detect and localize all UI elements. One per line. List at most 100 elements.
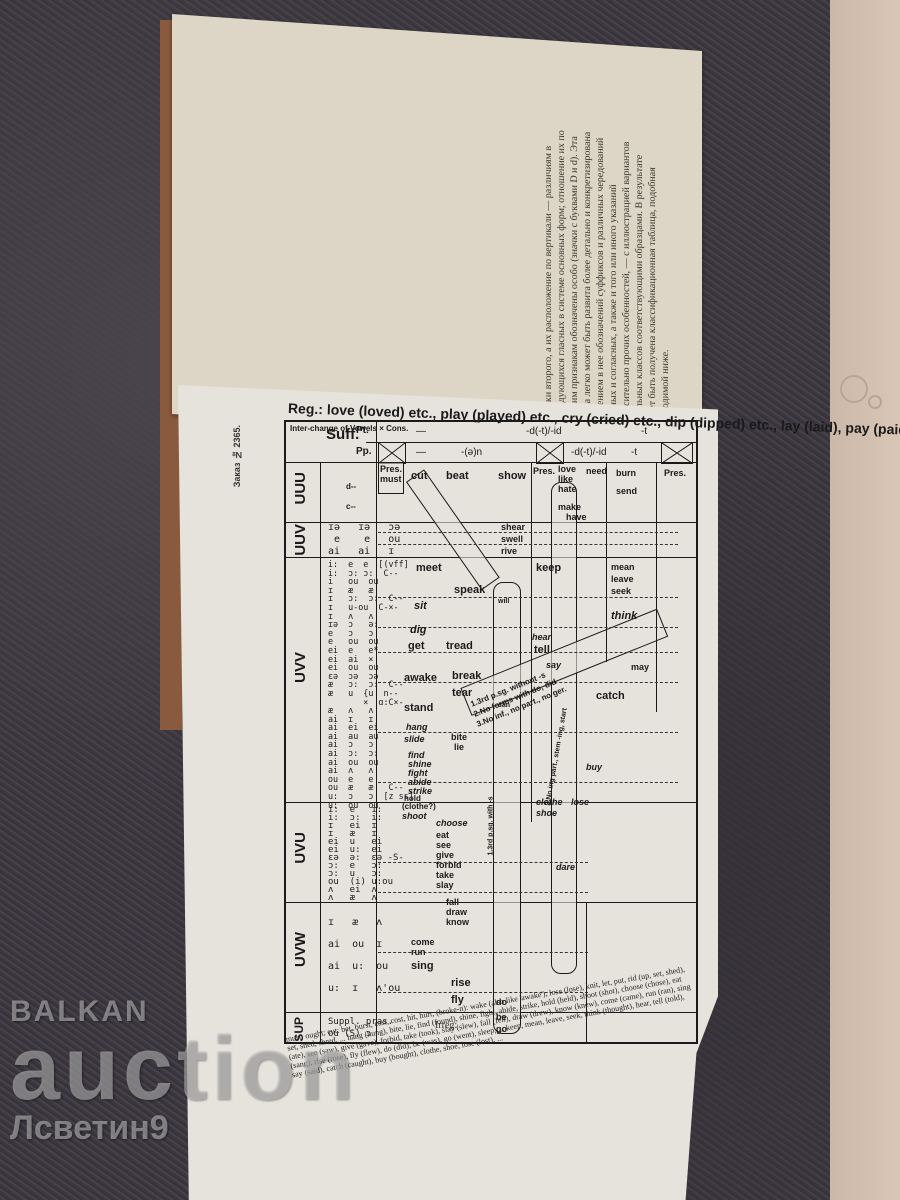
pres-label: Pres. bbox=[664, 468, 687, 478]
verb-have: have bbox=[566, 512, 587, 522]
verb-lose: lose bbox=[571, 797, 590, 807]
vowel-column-divider bbox=[376, 462, 377, 1042]
verb-catch: catch bbox=[596, 690, 625, 702]
verb-buy: buy bbox=[586, 762, 603, 772]
verb-lie: lie bbox=[454, 742, 465, 752]
interchange-label: Inter-change of Vowels × Cons. bbox=[290, 424, 409, 433]
verb-need: need bbox=[586, 466, 608, 476]
crossed-cell bbox=[536, 442, 564, 464]
dashed-divider bbox=[378, 627, 678, 628]
dashed-divider bbox=[378, 862, 588, 863]
verb-clothe-question: (clothe?) bbox=[402, 802, 436, 811]
verb-tear: tear bbox=[452, 687, 473, 699]
will-can-channel bbox=[493, 582, 521, 1034]
verb-fly: fly bbox=[451, 994, 464, 1006]
verb-shoe: shoe bbox=[536, 808, 558, 818]
dashed-divider bbox=[378, 597, 678, 598]
verb-hear: hear bbox=[532, 632, 552, 642]
print-order-note: Заказ № 2365. bbox=[232, 425, 242, 488]
verb-hang: hang bbox=[406, 722, 428, 732]
pp-suffix: -t bbox=[631, 447, 638, 458]
verb-leave: leave bbox=[611, 574, 634, 584]
pt-suffix: — bbox=[416, 426, 426, 437]
verb-know: know bbox=[446, 917, 470, 927]
verb-be: be bbox=[496, 1012, 507, 1022]
past-tense-label: Pt. bbox=[356, 425, 369, 436]
verb-rise: rise bbox=[451, 977, 471, 989]
group-divider bbox=[286, 802, 696, 803]
verb-awake: awake bbox=[404, 672, 438, 684]
dashed-divider bbox=[378, 952, 588, 953]
pres-channel bbox=[378, 462, 404, 494]
pp-suffix: — bbox=[416, 447, 426, 458]
verb-may: may bbox=[631, 662, 650, 672]
verb-mean: mean bbox=[611, 562, 635, 572]
pt-suffix: -d(-t)/-id bbox=[526, 426, 562, 437]
verb-class-table: Inter-change of Vowels × Cons. Suff. Pt.… bbox=[284, 420, 698, 1044]
verb-slay: slay bbox=[436, 880, 454, 890]
verb-rive: rive bbox=[501, 546, 518, 556]
watermark-seller: Лсветин9 bbox=[10, 1109, 169, 1147]
corner-divider bbox=[376, 422, 377, 462]
verb-choose: choose bbox=[436, 818, 468, 828]
group-column-divider bbox=[320, 462, 321, 1042]
verb-dig: dig bbox=[410, 624, 427, 636]
sup-vowels: Suppl. pras. ou (S) ɔ bbox=[328, 1017, 394, 1039]
dashed-divider bbox=[378, 782, 678, 783]
verb-love: love bbox=[558, 464, 577, 474]
verb-go: go bbox=[496, 1024, 507, 1034]
verb-hold: hold bbox=[404, 794, 421, 803]
verb-sit: sit bbox=[414, 600, 427, 612]
upper-page-text: частки второго, а их расположение по вер… bbox=[543, 129, 671, 429]
verb-send: send bbox=[616, 486, 638, 496]
watermark-word: auction bbox=[10, 1019, 359, 1119]
verb-sing: sing bbox=[411, 960, 434, 972]
group-label-uvw: UVW bbox=[292, 932, 309, 967]
verb-seek: seek bbox=[611, 586, 632, 596]
crossed-cell bbox=[378, 442, 406, 464]
uvv-vowels: i: e e [(vff] i: ɔ: ɔ: C-- i ou ou ɪ æ æ… bbox=[328, 559, 414, 810]
verb-fall: fall bbox=[446, 897, 460, 907]
verb-can: can bbox=[498, 702, 511, 709]
verb-take: take bbox=[436, 870, 455, 880]
group-label-uuu: UUU bbox=[292, 472, 309, 505]
pres-label: Pres. bbox=[380, 464, 403, 474]
verb-bite: bite bbox=[451, 732, 468, 742]
uuv-vowels: ɪə ɪə ɔə e e ou ai ai ɪ bbox=[328, 522, 401, 557]
verb-tread: tread bbox=[446, 640, 473, 652]
verb-fight: fight bbox=[408, 768, 428, 778]
wooden-floor bbox=[830, 0, 900, 1200]
floor-stain bbox=[868, 395, 882, 409]
group-divider bbox=[286, 902, 696, 903]
watermark-brand: BALKAN bbox=[10, 995, 149, 1028]
uvu-vowels: i: e i: i: ɔ: i: ɪ ei ɪ ɪ æ ɪ ei u ei ei… bbox=[328, 805, 404, 903]
group-divider bbox=[286, 1012, 696, 1013]
verb-get: get bbox=[408, 640, 425, 652]
irregular-verbs-heading: Irreg: bbox=[435, 1020, 458, 1031]
supplementary-column bbox=[586, 902, 587, 1042]
dashed-divider bbox=[378, 532, 678, 533]
verb-strike: strike bbox=[408, 786, 433, 796]
verb-break: break bbox=[452, 670, 482, 682]
verb-shear: shear bbox=[501, 522, 526, 532]
upper-book-page: частки второго, а их расположение по вер… bbox=[172, 14, 702, 452]
dashed-divider bbox=[378, 682, 678, 683]
verb-run: run bbox=[411, 947, 426, 957]
verb-dare: dare bbox=[556, 862, 576, 872]
verb-burn: burn bbox=[616, 468, 636, 478]
dashed-divider bbox=[378, 992, 588, 993]
verb-come: come bbox=[411, 937, 435, 947]
pres-2-column bbox=[531, 462, 532, 822]
verb-forbid: forbid bbox=[436, 860, 462, 870]
pp-suffix: -d(-t)/-id bbox=[571, 447, 607, 458]
verb-will: will bbox=[498, 598, 510, 605]
verb-do: do bbox=[496, 997, 507, 1007]
crossed-cell bbox=[661, 442, 693, 464]
suffix-label: Suff. bbox=[326, 426, 360, 443]
pres-3-column bbox=[656, 462, 657, 712]
verb-like: like bbox=[558, 474, 574, 484]
verb-meet: meet bbox=[416, 562, 442, 574]
verb-stand: stand bbox=[404, 702, 434, 714]
group-label-uvv: UVV bbox=[292, 652, 309, 683]
header-divider bbox=[366, 442, 696, 443]
